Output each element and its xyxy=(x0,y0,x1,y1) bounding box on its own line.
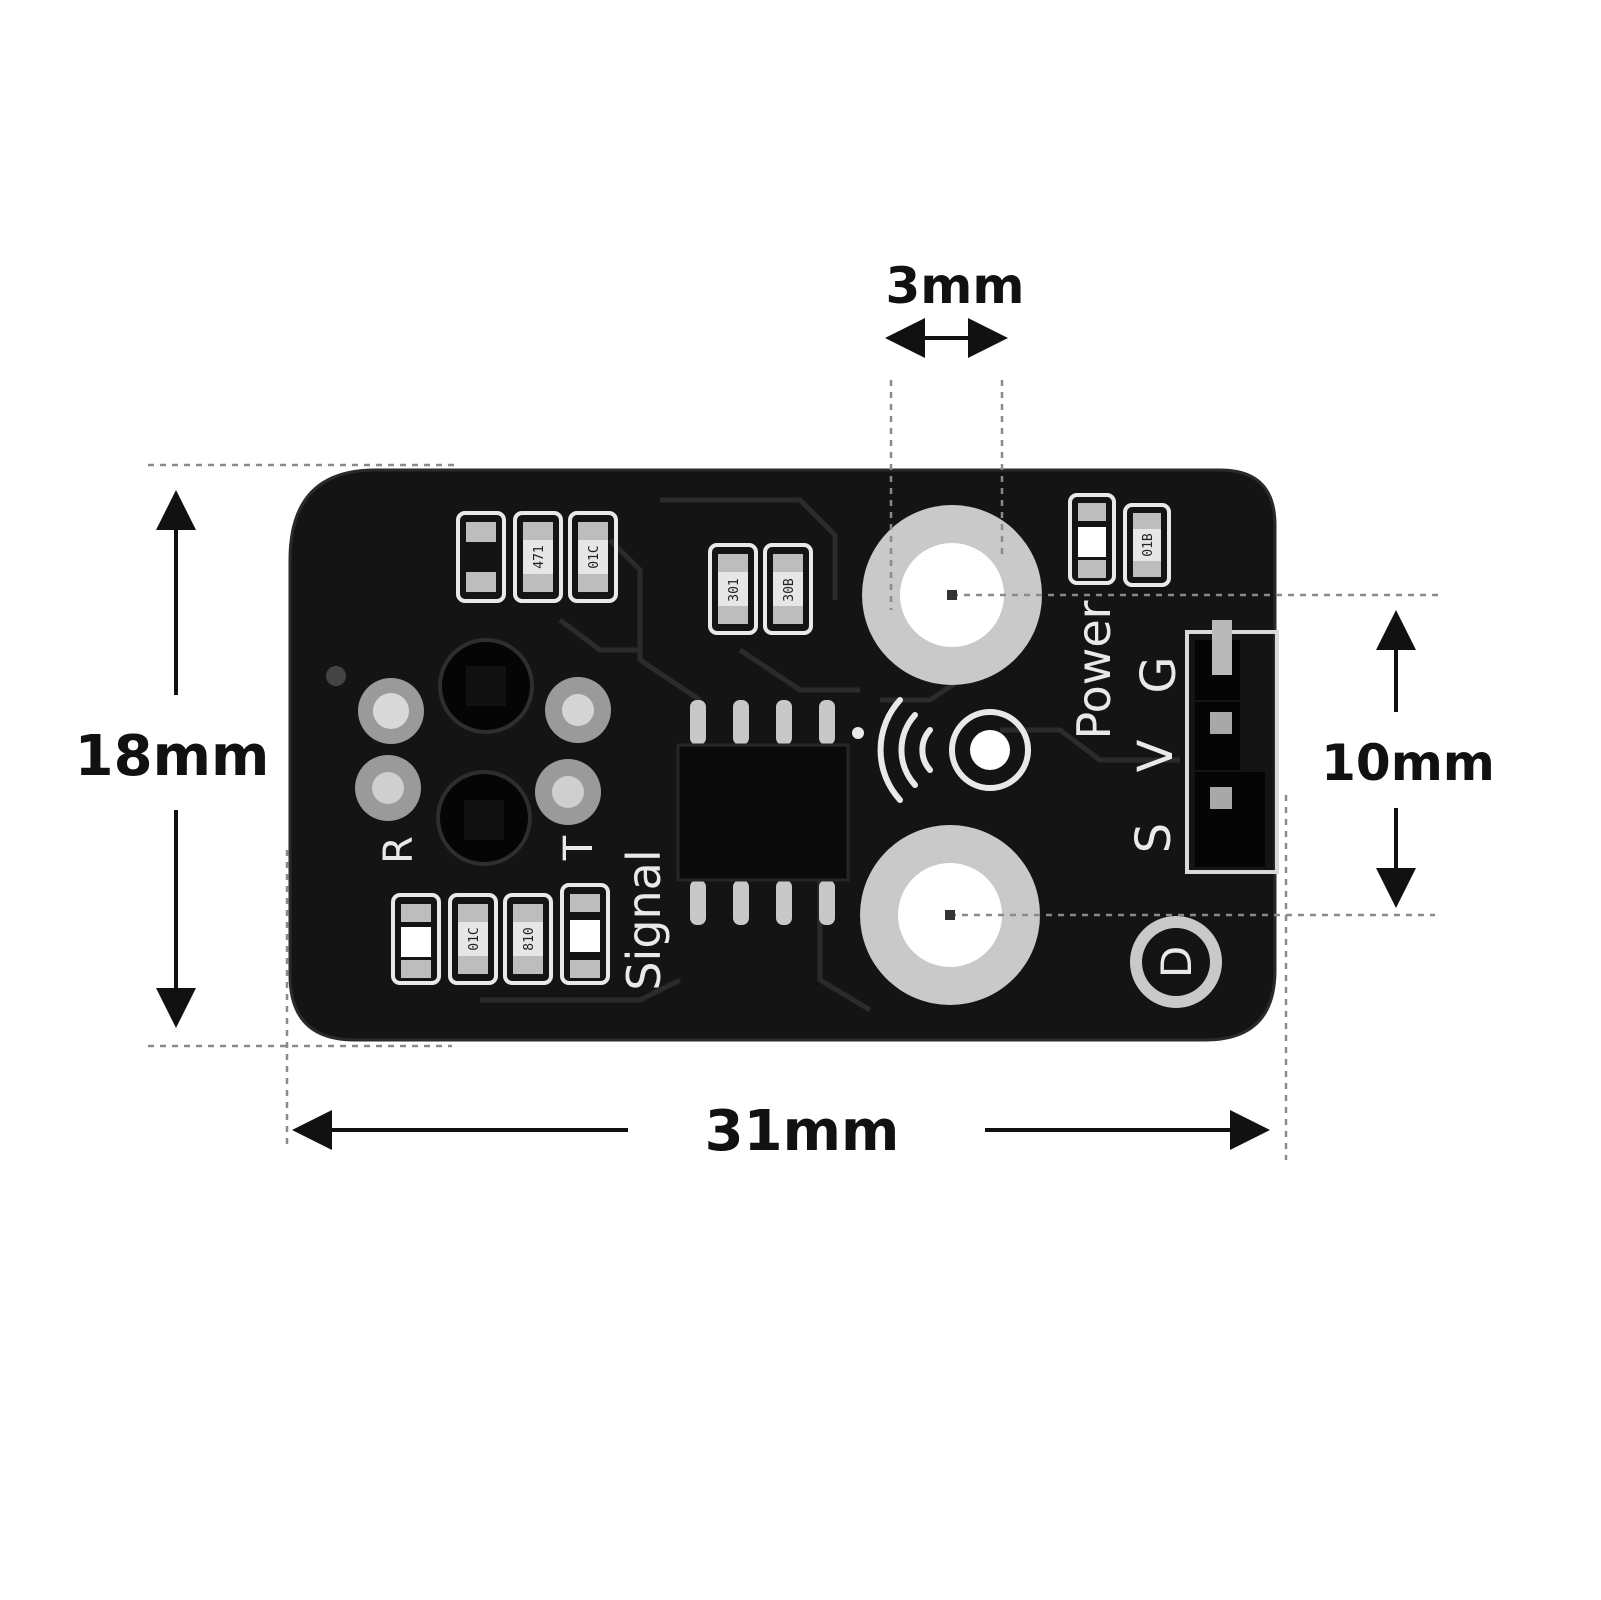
ir-sensor-pair: R T xyxy=(326,638,611,866)
pin-header xyxy=(1185,620,1279,874)
signal-label: Signal xyxy=(617,849,671,990)
ic-chip xyxy=(676,700,864,925)
pin-v-label: V xyxy=(1128,739,1184,772)
center-indicator xyxy=(949,709,1031,791)
resistor-301: 301 xyxy=(708,543,758,635)
resistor-471: 471 xyxy=(513,511,563,603)
dimension-guides xyxy=(148,380,1440,1160)
pin-g-label: G xyxy=(1131,656,1187,693)
transmitter-label: T xyxy=(556,835,602,861)
signal-led-left xyxy=(391,893,441,985)
power-label: Power xyxy=(1067,600,1121,739)
height-dimension-label: 18mm xyxy=(75,724,270,789)
signal-led-right xyxy=(560,883,610,985)
smd-led-top-left xyxy=(456,511,506,603)
width-dimension-label: 31mm xyxy=(705,1099,900,1164)
hole-diameter-label: 3mm xyxy=(886,257,1025,315)
resistor-01b: 01B xyxy=(1123,503,1171,587)
pin-s-label: S xyxy=(1126,823,1182,853)
resistor-01c-bottom: 01C xyxy=(448,893,498,985)
resistor-01c-code: 01C xyxy=(587,545,602,568)
resistor-810: 810 xyxy=(503,893,553,985)
d-label: D xyxy=(1152,946,1201,978)
dimension-arrows xyxy=(156,318,1416,1150)
resistor-01b-code: 01B xyxy=(1141,533,1156,557)
resistor-301-code: 301 xyxy=(727,578,742,601)
resistor-30b: 30B xyxy=(763,543,813,635)
resistor-01c-top: 01C xyxy=(568,511,618,603)
digital-mark: D xyxy=(1130,916,1222,1008)
resistor-810-code: 810 xyxy=(522,927,537,950)
wireless-signal-icon xyxy=(877,697,933,803)
resistor-01c-bottom-code: 01C xyxy=(467,927,482,950)
smd-components: 471 01C 301 30B xyxy=(391,493,1171,985)
resistor-471-code: 471 xyxy=(532,545,547,568)
hole-spacing-label: 10mm xyxy=(1321,734,1495,792)
power-led xyxy=(1068,493,1116,585)
receiver-label: R xyxy=(376,836,422,864)
resistor-30b-code: 30B xyxy=(782,578,797,602)
